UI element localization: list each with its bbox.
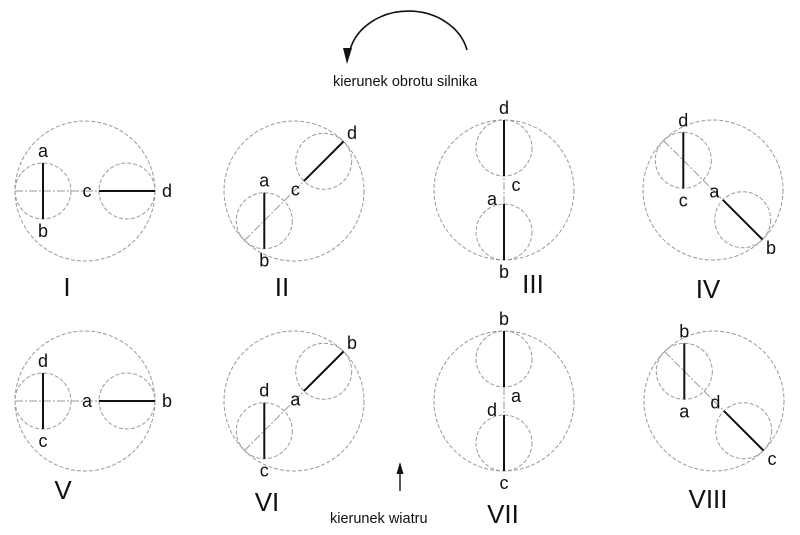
point-label: b (347, 333, 357, 353)
panel-numeral: VII (487, 499, 519, 529)
point-label: c (260, 461, 269, 481)
blade-circle (295, 342, 353, 400)
point-label: d (162, 181, 172, 201)
point-label: d (38, 351, 48, 371)
panel-numeral: I (63, 272, 70, 302)
blade-line (723, 410, 765, 452)
point-label: c (83, 181, 92, 201)
point-label: d (710, 392, 720, 412)
blade-circle (714, 191, 772, 249)
wind-direction-caption: kierunek wiatru (330, 511, 428, 527)
point-label: b (259, 251, 269, 271)
point-label: b (162, 391, 172, 411)
point-label: d (678, 110, 688, 130)
panel-numeral: VIII (688, 484, 727, 514)
rotor-panel-i: a b c dI (14, 120, 172, 302)
blade-circle (715, 402, 773, 460)
point-label: a (82, 391, 93, 411)
rotation-direction-caption: kierunek obrotu silnika (333, 74, 478, 90)
point-label: c (39, 431, 48, 451)
panel-numeral: VI (255, 487, 280, 517)
point-label: a (290, 390, 301, 410)
point-label: b (499, 309, 509, 329)
point-label: b (499, 262, 509, 282)
point-label: a (487, 189, 498, 209)
point-label: b (766, 238, 776, 258)
point-label: a (259, 171, 270, 191)
wind-direction-arrow (396, 462, 404, 491)
rotor-panel-ii: a b c dII (223, 120, 365, 302)
point-label: a (38, 141, 49, 161)
rotor-outline (643, 330, 785, 472)
rotor-panel-iv: d c a bIV (642, 110, 784, 304)
point-label: a (709, 181, 720, 201)
point-label: d (487, 400, 497, 420)
rotor-panel-vi: d c a bVI (223, 330, 365, 517)
point-label: c (291, 180, 300, 200)
rotor-outline (223, 330, 365, 472)
rotor-outline (642, 119, 784, 261)
panel-numeral: III (522, 269, 544, 299)
point-label: b (679, 321, 689, 341)
blade-line (303, 140, 345, 182)
panel-numeral: II (275, 272, 289, 302)
point-label: a (679, 401, 690, 421)
blade-circle (295, 132, 353, 190)
point-label: c (679, 190, 688, 210)
panel-numeral: V (54, 475, 72, 505)
point-label: b (38, 221, 48, 241)
point-label: d (499, 98, 509, 118)
blade-line (722, 199, 764, 241)
point-label: c (767, 449, 776, 469)
point-label: d (259, 381, 269, 401)
point-label: c (500, 473, 509, 493)
rotor-outline (223, 120, 365, 262)
rotor-panel-v: d c a bV (14, 330, 172, 505)
point-label: d (347, 123, 357, 143)
point-label: c (512, 175, 521, 195)
blade-line (303, 350, 345, 392)
panel-numeral: IV (696, 274, 721, 304)
point-label: a (511, 386, 522, 406)
rotation-direction-arrow (343, 10, 468, 64)
